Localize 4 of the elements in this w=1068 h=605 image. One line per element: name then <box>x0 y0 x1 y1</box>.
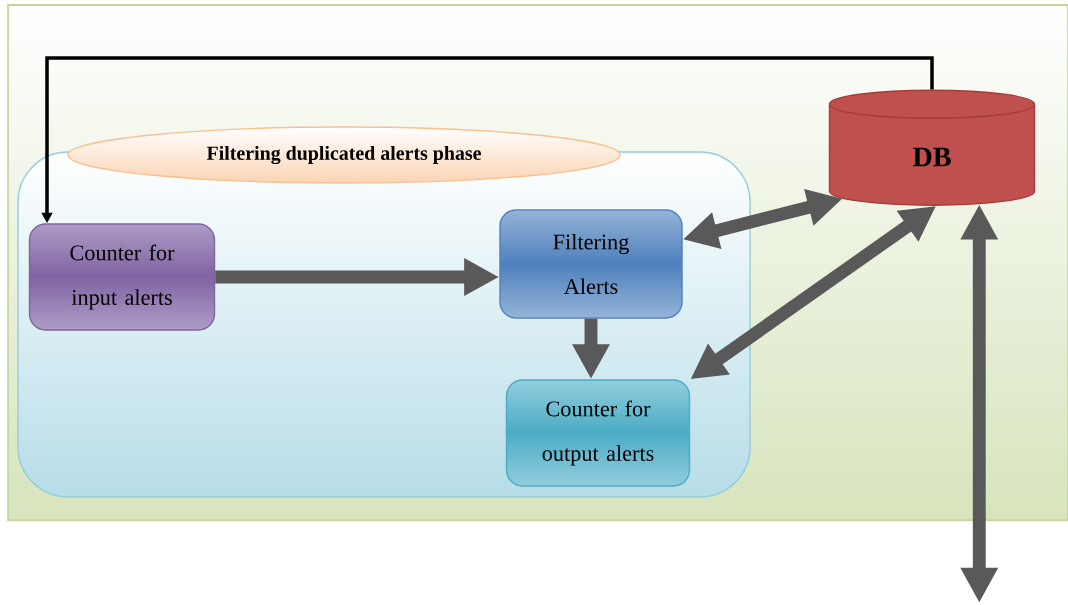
process-box: Counter for output alerts <box>505 379 691 487</box>
database-cylinder: DB <box>828 89 1036 206</box>
process-box: Counter for input alerts <box>28 223 216 331</box>
process-box: Filtering Alerts <box>499 209 683 319</box>
